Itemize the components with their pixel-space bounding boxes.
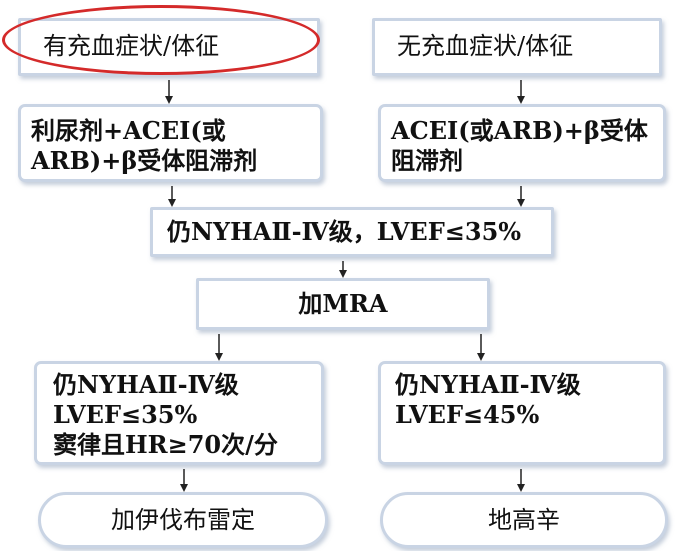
asymptomatic-box: 无充血症状/体征 bbox=[372, 18, 662, 76]
outcome-right-label: 地高辛 bbox=[488, 506, 560, 534]
condition-left-box: 仍NYHAⅡ-Ⅳ级 LVEF≤35% 窦律且HR≥70次/分 bbox=[34, 361, 324, 465]
add-mra-label: 加MRA bbox=[298, 289, 388, 318]
highlight-oval bbox=[2, 5, 320, 75]
asymptomatic-label: 无充血症状/体征 bbox=[397, 32, 574, 60]
therapy-left-label: 利尿剂+ACEI(或 ARB)+β受体阻滞剂 bbox=[31, 116, 258, 175]
therapy-left-box: 利尿剂+ACEI(或 ARB)+β受体阻滞剂 bbox=[18, 104, 323, 182]
outcome-right-box: 地高辛 bbox=[380, 492, 668, 548]
therapy-right-label: ACEI(或ARB)+β受体 阻滞剂 bbox=[391, 116, 648, 175]
add-mra-box: 加MRA bbox=[196, 278, 490, 330]
still-nyha-label: 仍NYHAⅡ-Ⅳ级，LVEF≤35% bbox=[167, 217, 522, 246]
outcome-left-label: 加伊伐布雷定 bbox=[111, 506, 255, 534]
therapy-right-box: ACEI(或ARB)+β受体 阻滞剂 bbox=[378, 104, 666, 182]
condition-right-box: 仍NYHAⅡ-Ⅳ级 LVEF≤45% bbox=[378, 361, 666, 465]
condition-left-label: 仍NYHAⅡ-Ⅳ级 LVEF≤35% 窦律且HR≥70次/分 bbox=[53, 370, 278, 459]
still-nyha-box: 仍NYHAⅡ-Ⅳ级，LVEF≤35% bbox=[150, 207, 554, 257]
condition-right-label: 仍NYHAⅡ-Ⅳ级 LVEF≤45% bbox=[395, 370, 581, 429]
outcome-left-box: 加伊伐布雷定 bbox=[38, 492, 328, 548]
